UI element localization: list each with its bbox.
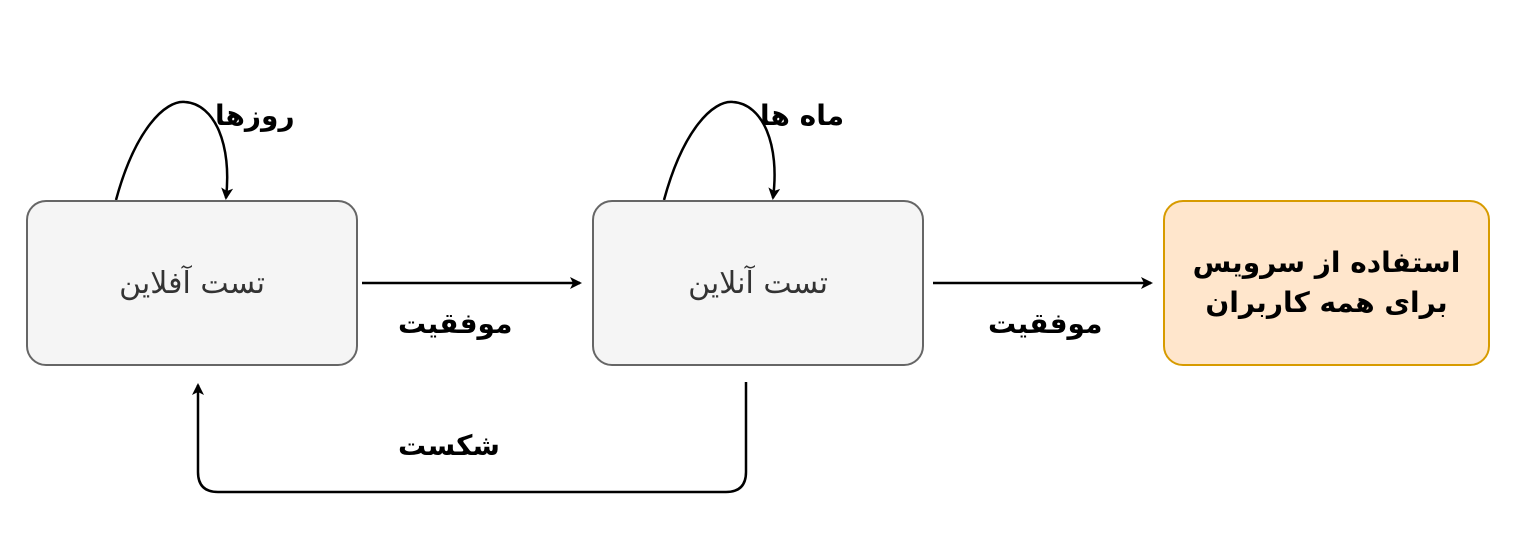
node-offline-test: تست آفلاین <box>26 200 358 366</box>
edge-label-days: روزها <box>215 99 295 132</box>
edge-label-months: ماه ها <box>760 99 845 132</box>
edge-label-failure: شکست <box>398 429 500 462</box>
edge-online-self-loop <box>662 100 781 201</box>
edge-offline-self-loop <box>114 100 234 201</box>
edge-online-to-offline <box>192 382 748 494</box>
node-online-test-label: تست آنلاین <box>688 265 828 301</box>
node-service-all-users-label: استفاده از سرویس برای همه کاربران <box>1192 246 1461 319</box>
node-offline-test-label: تست آفلاین <box>119 265 265 301</box>
node-service-all-users: استفاده از سرویس برای همه کاربران <box>1163 200 1490 366</box>
edge-label-success-offline: موفقیت <box>398 307 513 340</box>
edge-label-success-online: موفقیت <box>988 307 1103 340</box>
node-online-test: تست آنلاین <box>592 200 924 366</box>
